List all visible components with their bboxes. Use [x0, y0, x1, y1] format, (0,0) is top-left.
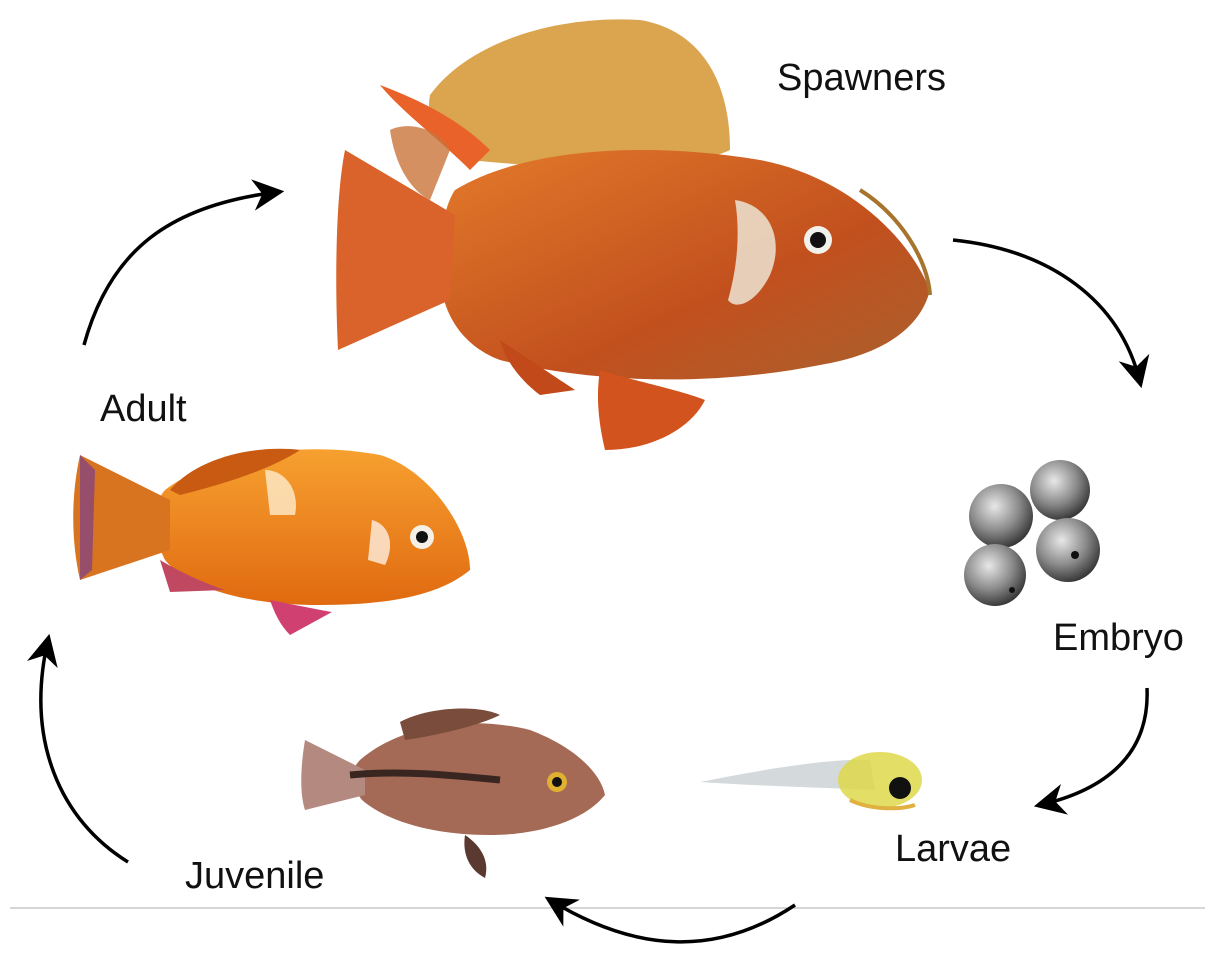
- stage-label-adult: Adult: [100, 388, 187, 431]
- stage-label-juvenile: Juvenile: [185, 855, 324, 898]
- cycle-arrow-icon: [953, 240, 1140, 382]
- cycle-arrow-icon: [550, 900, 795, 942]
- embryo-eggs-icon: [964, 460, 1100, 606]
- stage-label-spawners: Spawners: [777, 57, 946, 100]
- juvenile-fish-icon: [301, 709, 605, 878]
- stage-label-larvae: Larvae: [895, 828, 1011, 871]
- cycle-arrow-icon: [1040, 688, 1147, 805]
- cycle-arrow-icon: [41, 640, 128, 862]
- stage-label-embryo: Embryo: [1053, 617, 1184, 660]
- adult-fish-icon: [73, 449, 470, 635]
- cycle-arrow-icon: [84, 192, 278, 345]
- larva-icon: [700, 752, 922, 808]
